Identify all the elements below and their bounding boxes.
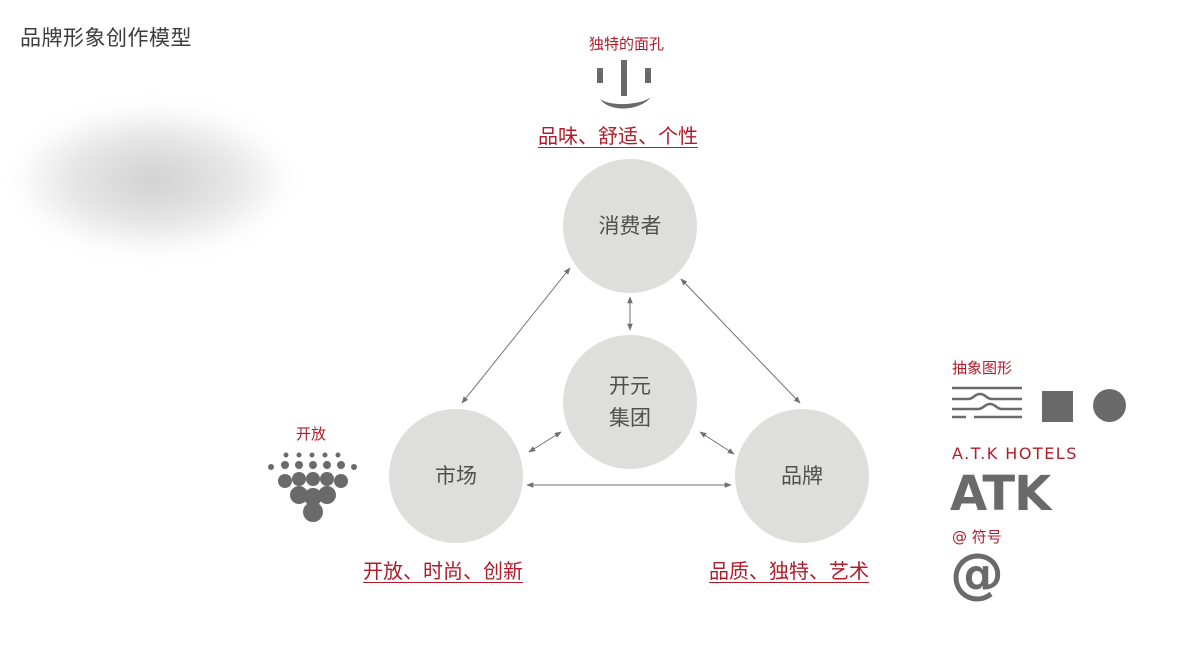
node-center-label: 开元 集团 <box>609 374 651 430</box>
node-market: 市场 <box>389 409 523 543</box>
dots-icon <box>268 452 357 522</box>
face-label: 独特的面孔 <box>589 35 665 53</box>
arrow-consumer-market <box>461 267 571 404</box>
at-symbol-label: @ 符号 <box>952 528 1002 546</box>
at-symbol: @ <box>950 542 1004 605</box>
node-center: 开元 集团 <box>563 335 697 469</box>
waves-icon <box>952 386 1022 419</box>
atk-hotels-label: A.T.K HOTELS <box>952 444 1078 463</box>
node-consumer-label: 消费者 <box>598 214 662 238</box>
top-keywords: 品味、舒适、个性 <box>538 124 698 148</box>
arrow-center-brand <box>699 431 735 455</box>
blurred-image <box>20 110 285 250</box>
node-brand-label: 品牌 <box>781 464 823 488</box>
left-keywords: 开放、时尚、创新 <box>363 559 523 583</box>
arrow-center-market <box>528 431 562 453</box>
right-keywords: 品质、独特、艺术 <box>709 559 869 583</box>
atk-logo: ATK <box>950 466 1051 522</box>
node-consumer: 消费者 <box>563 159 697 293</box>
arrow-consumer-brand <box>680 278 801 404</box>
node-brand: 品牌 <box>735 409 869 543</box>
circle-shape <box>1093 389 1126 422</box>
face-icon <box>597 60 651 109</box>
node-market-label: 市场 <box>435 464 477 488</box>
abstract-shapes-label: 抽象图形 <box>952 359 1013 377</box>
page-title: 品牌形象创作模型 <box>20 26 192 50</box>
square-shape <box>1042 391 1073 422</box>
open-label: 开放 <box>296 425 327 443</box>
